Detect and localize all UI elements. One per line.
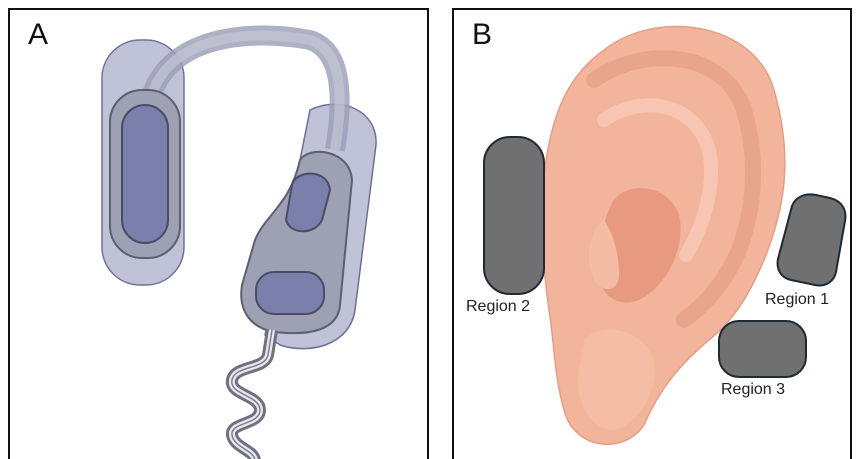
panel-b-label: B bbox=[472, 20, 492, 50]
region-3-electrode bbox=[719, 321, 806, 377]
left-electrode bbox=[122, 105, 168, 243]
region-2-label: Region 2 bbox=[466, 299, 530, 315]
device-illustration bbox=[10, 10, 429, 459]
region-2-electrode bbox=[484, 137, 544, 294]
ear-illustration bbox=[454, 10, 852, 459]
region-3-label: Region 3 bbox=[721, 382, 785, 398]
region-1-electrode bbox=[778, 194, 846, 285]
right-lower-electrode bbox=[256, 272, 324, 314]
region-1-label: Region 1 bbox=[765, 292, 829, 308]
panel-b: B Region 2 Region 1 Region 3 bbox=[452, 8, 852, 459]
panel-a: A bbox=[8, 8, 429, 459]
